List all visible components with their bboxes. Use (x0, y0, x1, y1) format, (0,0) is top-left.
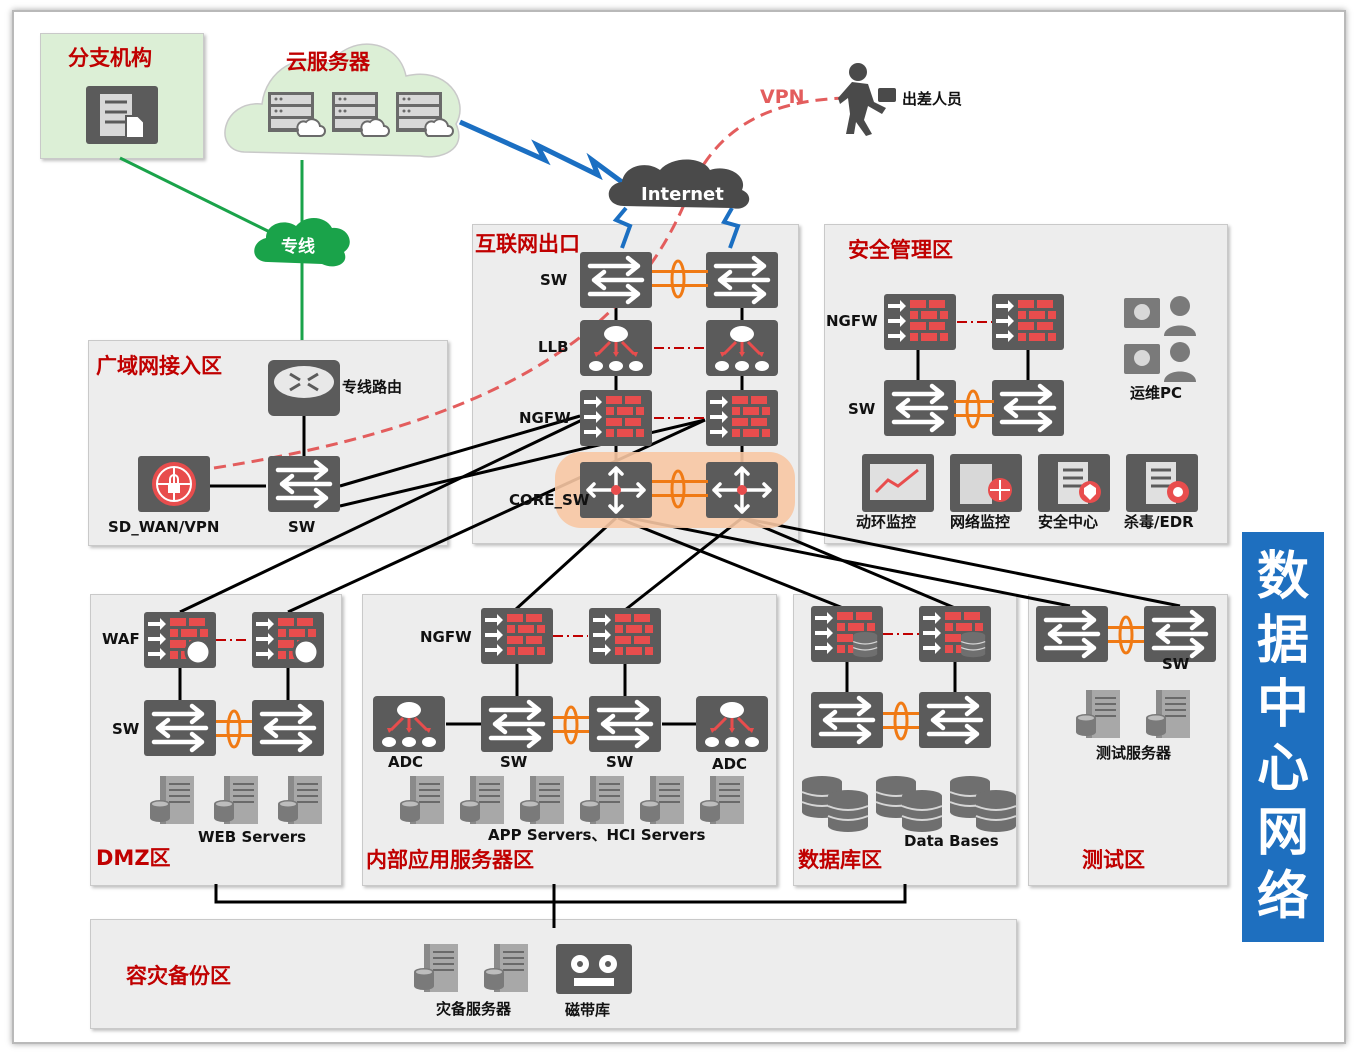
dmz-zone-title: DMZ区 (96, 846, 171, 870)
test-zone-title: 测试区 (1082, 848, 1145, 872)
sec-center-label: 安全中心 (1038, 513, 1099, 531)
internet-label: Internet (641, 184, 724, 205)
test-servers-label: 测试服务器 (1096, 744, 1172, 762)
title-char: 网 (1256, 803, 1309, 863)
backup-zone (90, 919, 1017, 1029)
test-sw-label: SW (1162, 655, 1190, 673)
title-char: 中 (1256, 675, 1309, 735)
title-char: 据 (1256, 611, 1309, 671)
title-char: 络 (1256, 867, 1309, 927)
dedicated-line-label: 专线 (281, 237, 315, 257)
sdwan-label: SD_WAN/VPN (108, 518, 220, 536)
adc-right-label: ADC (712, 755, 748, 773)
internal-sw-left-label: SW (500, 753, 528, 771)
cloud-zone-title: 云服务器 (286, 50, 370, 74)
dmz-sw-label: SW (112, 720, 140, 738)
title-char: 心 (1256, 739, 1309, 799)
exit-ngfw-label: NGFW (519, 409, 571, 427)
database-zone-title: 数据库区 (798, 848, 882, 872)
env-monitor-label: 动环监控 (856, 513, 917, 531)
internal-ngfw-label: NGFW (420, 628, 472, 646)
core-sw-label: CORE_SW (509, 491, 590, 509)
exit-sw-label: SW (540, 271, 568, 289)
internal-zone-title: 内部应用服务器区 (366, 848, 534, 872)
ops-pc-label: 运维PC (1130, 384, 1183, 402)
traveler-label: 出差人员 (902, 90, 963, 108)
edr-label: 杀毒/EDR (1124, 513, 1194, 531)
llb-label: LLB (538, 338, 569, 356)
tape-library-label: 磁带库 (565, 1001, 611, 1019)
dr-servers-label: 灾备服务器 (436, 1000, 512, 1018)
web-servers-label: WEB Servers (198, 828, 307, 846)
wan-zone-title: 广域网接入区 (96, 354, 222, 378)
datacenter-vertical-title: 数 据 中 心 网 络 (1242, 532, 1324, 942)
wan-sw-label: SW (288, 518, 316, 536)
app-servers-label: APP Servers、HCI Servers (488, 826, 706, 844)
waf-label: WAF (102, 630, 140, 648)
adc-left-label: ADC (388, 753, 424, 771)
internal-sw-right-label: SW (606, 753, 634, 771)
net-monitor-label: 网络监控 (950, 513, 1011, 531)
sec-ngfw-label: NGFW (826, 312, 878, 330)
wan-router-label: 专线路由 (342, 378, 403, 396)
backup-zone-title: 容灾备份区 (126, 964, 231, 988)
vpn-label: VPN (760, 86, 805, 108)
sec-sw-label: SW (848, 400, 876, 418)
security-zone-title: 安全管理区 (848, 238, 953, 262)
branch-zone-title: 分支机构 (68, 46, 152, 70)
databases-label: Data Bases (904, 832, 999, 850)
internet-exit-zone-title: 互联网出口 (475, 232, 580, 256)
title-char: 数 (1256, 547, 1309, 607)
